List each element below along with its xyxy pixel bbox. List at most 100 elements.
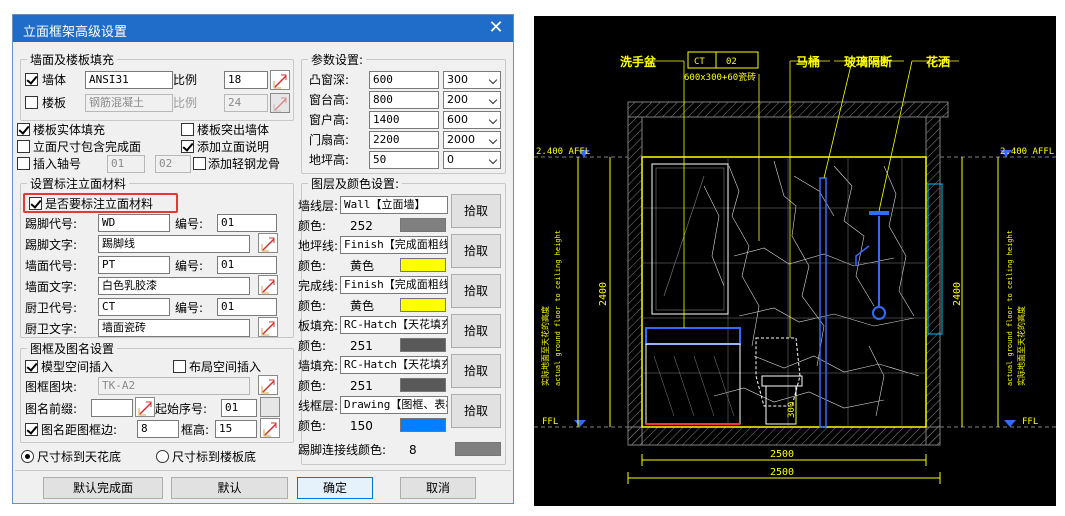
color-swatch[interactable] bbox=[400, 218, 446, 232]
kitchen-text-pick-button[interactable] bbox=[258, 317, 278, 337]
layout-space-checkbox[interactable] bbox=[173, 360, 186, 373]
frame-height-field[interactable]: 15 bbox=[215, 420, 257, 438]
dim-to-slab-label: 尺寸标到楼板底 bbox=[172, 450, 257, 464]
layer-value-field[interactable]: Finish【完成面粗线】 bbox=[340, 276, 448, 294]
dim-to-ceiling-radio[interactable] bbox=[21, 450, 34, 463]
mark-materials-checkbox[interactable] bbox=[29, 197, 42, 210]
kitchen-code-field[interactable]: CT bbox=[98, 298, 170, 316]
pick-button[interactable]: 拾取 bbox=[451, 274, 501, 308]
color-swatch[interactable] bbox=[400, 418, 446, 432]
floor-ratio-field[interactable]: 24 bbox=[224, 94, 268, 112]
name-distance-checkbox[interactable] bbox=[25, 423, 38, 436]
layer-label: 完成线: bbox=[298, 279, 339, 293]
dim-include-finish-checkbox[interactable] bbox=[17, 140, 30, 153]
skirting-code-field[interactable]: WD bbox=[98, 214, 170, 232]
pick-button[interactable]: 拾取 bbox=[451, 394, 501, 428]
wall-ratio-field[interactable]: 18 bbox=[224, 71, 268, 89]
name-distance-field[interactable]: 8 bbox=[137, 420, 179, 438]
dim-to-slab-radio[interactable] bbox=[156, 450, 169, 463]
floor-solid-fill-label: 楼板实体填充 bbox=[33, 123, 106, 137]
vertical-note-cn-left: 实际地面至天花的高度 bbox=[540, 306, 550, 386]
param-option-select[interactable]: 200 bbox=[443, 91, 501, 109]
name-prefix-field[interactable] bbox=[91, 399, 133, 417]
name-prefix-label: 图名前缀: bbox=[25, 402, 78, 416]
wall-finish-outline bbox=[641, 156, 927, 428]
param-option-select[interactable]: 600 bbox=[443, 111, 501, 129]
top-slab bbox=[627, 101, 949, 118]
frame-block-field[interactable]: TK-A2 bbox=[98, 377, 250, 395]
color-swatch[interactable] bbox=[400, 338, 446, 352]
layer-value-field[interactable]: Wall【立面墙】 bbox=[340, 196, 448, 214]
wall-pattern-field[interactable]: ANSI31 bbox=[85, 71, 173, 89]
ok-button[interactable]: 确定 bbox=[297, 477, 373, 499]
param-option-select[interactable]: 2000 bbox=[443, 131, 501, 149]
kitchen-num-field[interactable]: 01 bbox=[217, 298, 277, 316]
skirting-text-field[interactable]: 踢脚线 bbox=[98, 235, 250, 253]
name-prefix-pick-button[interactable] bbox=[135, 397, 155, 417]
kitchen-text-field[interactable]: 墙面瓷砖 bbox=[98, 319, 250, 337]
wall-floor-fill-legend: 墙面及楼板填充 bbox=[27, 51, 118, 68]
param-option-value: 200 bbox=[447, 93, 468, 106]
param-value-field[interactable]: 50 bbox=[369, 151, 439, 169]
wall-pattern-pick-button[interactable] bbox=[270, 70, 290, 90]
param-option-select[interactable]: 300 bbox=[443, 71, 501, 89]
layer-value-field[interactable]: RC-Hatch【天花填充】 bbox=[340, 356, 448, 374]
param-value-field[interactable]: 2200 bbox=[369, 131, 439, 149]
cad-elevation-view[interactable]: 洗手盆 CT 02 600x300+60瓷砖 马桶 玻璃隔断 花洒 2.400 … bbox=[534, 16, 1056, 506]
start-index-pick-button[interactable] bbox=[260, 397, 280, 417]
floor-pattern-pick-button[interactable] bbox=[270, 93, 290, 113]
param-value-field[interactable]: 600 bbox=[369, 71, 439, 89]
color-swatch[interactable] bbox=[400, 258, 446, 272]
floor-fill-checkbox[interactable] bbox=[25, 96, 38, 109]
add-light-steel-checkbox[interactable] bbox=[193, 157, 206, 170]
skirting-num-field[interactable]: 01 bbox=[217, 214, 277, 232]
color-swatch[interactable] bbox=[400, 378, 446, 392]
layer-value-field[interactable]: Finish【完成面粗线】 bbox=[340, 236, 448, 254]
close-icon[interactable]: ✕ bbox=[488, 17, 504, 38]
color-value: 150 bbox=[350, 419, 373, 433]
wall-fill-checkbox[interactable] bbox=[25, 73, 38, 86]
skirting-text-label: 踢脚文字: bbox=[25, 238, 78, 252]
glass-partition bbox=[819, 177, 827, 428]
toilet-seat bbox=[761, 375, 803, 387]
layer-label: 地坪线: bbox=[298, 239, 339, 253]
insert-axis-checkbox[interactable] bbox=[17, 157, 30, 170]
param-value-field[interactable]: 1400 bbox=[369, 111, 439, 129]
wall-text-field[interactable]: 白色乳胶漆 bbox=[98, 277, 250, 295]
axis-end-field[interactable]: 02 bbox=[155, 155, 191, 173]
pick-icon bbox=[261, 279, 275, 294]
cancel-button[interactable]: 取消 bbox=[400, 477, 476, 499]
wall-fill-label: 墙体 bbox=[42, 73, 67, 87]
color-swatch[interactable] bbox=[400, 298, 446, 312]
param-label: 凸窗深: bbox=[309, 73, 350, 87]
skirting-color-swatch[interactable] bbox=[455, 442, 501, 456]
axis-start-field[interactable]: 01 bbox=[107, 155, 145, 173]
floor-pattern-field[interactable]: 钢筋混凝土 bbox=[85, 94, 173, 112]
default-button[interactable]: 默认 bbox=[171, 477, 288, 499]
pick-icon bbox=[261, 237, 275, 252]
frame-height-pick-button[interactable] bbox=[260, 418, 280, 438]
name-distance-label: 图名距图框边: bbox=[41, 423, 118, 437]
layer-value-field[interactable]: Drawing【图框、表格】 bbox=[340, 396, 448, 414]
add-elevation-note-checkbox[interactable] bbox=[181, 140, 194, 153]
param-option-select[interactable]: 0 bbox=[443, 151, 501, 169]
param-value-field[interactable]: 800 bbox=[369, 91, 439, 109]
model-space-checkbox[interactable] bbox=[25, 360, 38, 373]
layer-value-field[interactable]: RC-Hatch【天花填充】 bbox=[340, 316, 448, 334]
pick-button[interactable]: 拾取 bbox=[451, 234, 501, 268]
default-finish-button[interactable]: 默认完成面 bbox=[43, 477, 163, 499]
layout-space-label: 布局空间插入 bbox=[189, 360, 262, 374]
frame-block-pick-button[interactable] bbox=[258, 375, 278, 395]
pick-button[interactable]: 拾取 bbox=[451, 194, 501, 228]
start-index-field[interactable]: 01 bbox=[221, 399, 257, 417]
wall-num-label: 编号: bbox=[175, 259, 204, 273]
skirting-text-pick-button[interactable] bbox=[258, 233, 278, 253]
pick-button[interactable]: 拾取 bbox=[451, 314, 501, 348]
wall-code-field[interactable]: PT bbox=[98, 256, 170, 274]
dim-ticks bbox=[627, 454, 941, 484]
floor-protrude-wall-checkbox[interactable] bbox=[181, 123, 194, 136]
floor-solid-fill-checkbox[interactable] bbox=[17, 123, 30, 136]
pick-button[interactable]: 拾取 bbox=[451, 354, 501, 388]
wall-num-field[interactable]: 01 bbox=[217, 256, 277, 274]
wall-text-pick-button[interactable] bbox=[258, 275, 278, 295]
